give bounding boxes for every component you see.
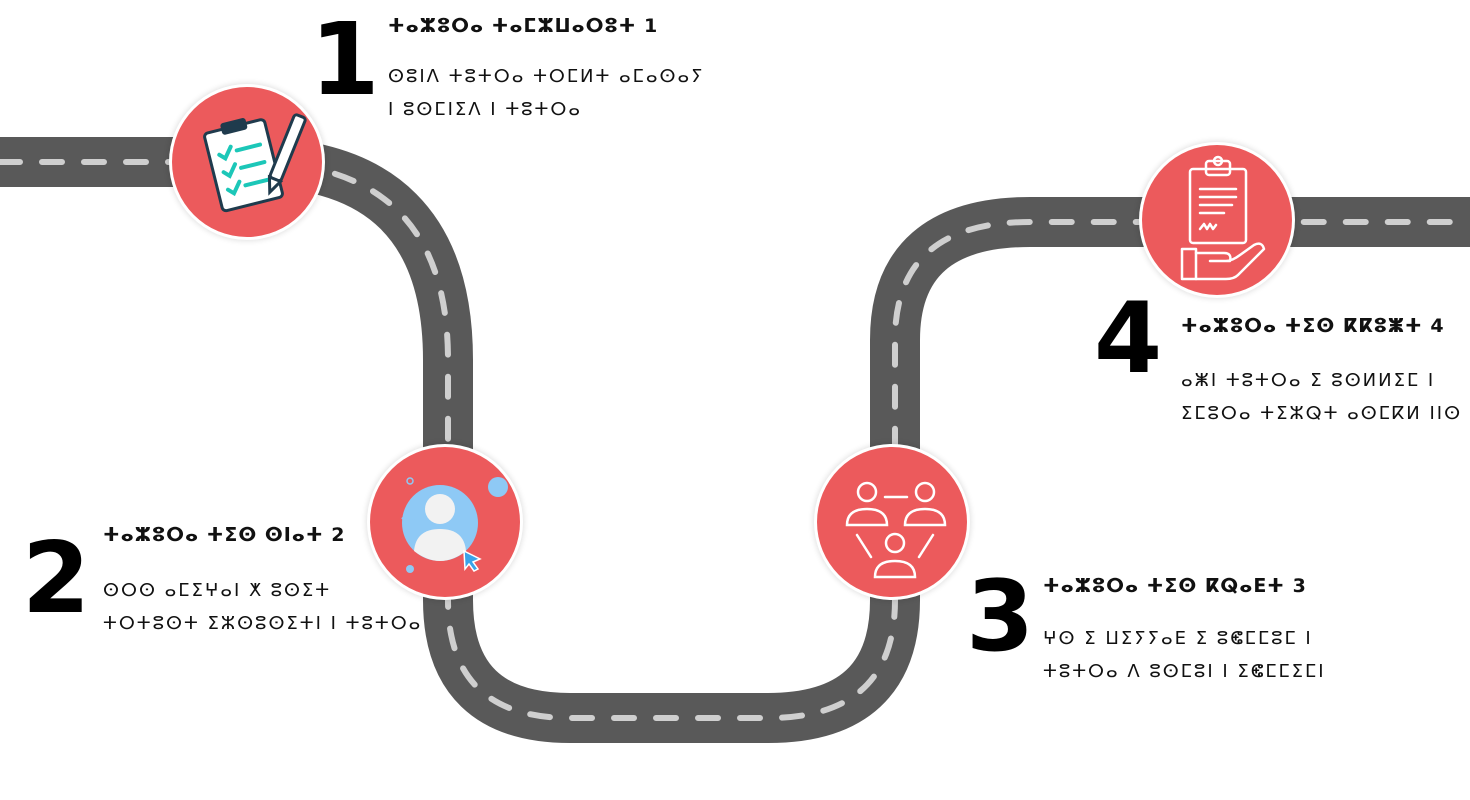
- clipboard-hand-icon: [1180, 155, 1266, 281]
- step-2-desc-line-2: ⵜⵔⵜⵓⵙⵜ ⵉⵣⵙⵓⵙⵉⵜⵏ ⵏ ⵜⵓⵜⵔⴰ: [103, 613, 423, 634]
- step-1-number: 1: [310, 1, 380, 118]
- step-4-number: 4: [1094, 282, 1163, 396]
- user-profile-icon: [401, 477, 508, 573]
- step-1-desc-line-1: ⵙⵓⵏⴷ ⵜⵓⵜⵔⴰ ⵜⵔⵎⵍⵜ ⴰⵎⴰⵙⴰⵢ: [388, 66, 705, 87]
- step-1-description: ⵙⵓⵏⴷ ⵜⵓⵜⵔⴰ ⵜⵔⵎⵍⵜ ⴰⵎⴰⵙⴰⵢ ⵏ ⵓⵙⵎⵏⵉⴷ ⵏ ⵜⵓⵜⵔⴰ: [388, 60, 704, 126]
- step-3-badge: [817, 447, 967, 597]
- step-3-desc-line-2: ⵜⵓⵜⵔⴰ ⴷ ⵓⵙⵎⵓⵏ ⵏ ⵉⵞⵎⵎⵉⵎⵏ: [1043, 661, 1326, 682]
- step-2-description: ⵙⵔⵙ ⴰⵎⵉⵖⴰⵏ ⵅ ⵓⵙⵉⵜ ⵜⵔⵜⵓⵙⵜ ⵉⵣⵙⵓⵙⵉⵜⵏ ⵏ ⵜⵓⵜⵔ…: [103, 574, 422, 640]
- step-4-desc-line-2: ⵉⵎⵓⵔⴰ ⵜⵉⵣⵕⵜ ⴰⵙⵎⴽⵍ ⵏⵏⵙ: [1181, 403, 1463, 424]
- step-4-description: ⴰⵥⵏ ⵜⵓⵜⵔⴰ ⵉ ⵓⵙⵍⵍⵉⵎ ⵏ ⵉⵎⵓⵔⴰ ⵜⵉⵣⵕⵜ ⴰⵙⵎⴽⵍ ⵏ…: [1181, 364, 1462, 430]
- step-3-title: ⵜⴰⵣⵓⵔⴰ ⵜⵉⵙ ⴽⵕⴰⴹⵜ 3: [1043, 575, 1307, 597]
- step-3-number: 3: [966, 560, 1035, 674]
- step-2-number: 2: [22, 522, 91, 636]
- step-3-desc-line-1: ⵖⵙ ⵉ ⵡⵉⵢⵢⴰⴹ ⵉ ⵓⵞⵎⵎⵓⵎ ⵏ: [1043, 628, 1313, 649]
- step-2-desc-line-1: ⵙⵔⵙ ⴰⵎⵉⵖⴰⵏ ⵅ ⵓⵙⵉⵜ: [103, 580, 332, 601]
- step-4-badge: [1142, 145, 1292, 295]
- step-4-title: ⵜⴰⵣⵓⵔⴰ ⵜⵉⵙ ⴽⴽⵓⵥⵜ 4: [1181, 315, 1445, 337]
- checklist-icon: [203, 113, 307, 213]
- step-4-desc-line-1: ⴰⵥⵏ ⵜⵓⵜⵔⴰ ⵉ ⵓⵙⵍⵍⵉⵎ ⵏ: [1181, 370, 1436, 391]
- step-1-badge: [172, 87, 322, 237]
- step-1-title: ⵜⴰⵣⵓⵔⴰ ⵜⴰⵎⵣⵡⴰⵔⵓⵜ 1: [388, 15, 659, 37]
- step-3-description: ⵖⵙ ⵉ ⵡⵉⵢⵢⴰⴹ ⵉ ⵓⵞⵎⵎⵓⵎ ⵏ ⵜⵓⵜⵔⴰ ⴷ ⵓⵙⵎⵓⵏ ⵏ ⵉ…: [1043, 622, 1326, 688]
- step-2-badge: [370, 447, 520, 597]
- team-network-icon: [845, 481, 947, 579]
- step-1-desc-line-2: ⵏ ⵓⵙⵎⵏⵉⴷ ⵏ ⵜⵓⵜⵔⴰ: [388, 99, 582, 120]
- step-2-title: ⵜⴰⵣⵓⵔⴰ ⵜⵉⵙ ⵙⵏⴰⵜ 2: [103, 524, 346, 546]
